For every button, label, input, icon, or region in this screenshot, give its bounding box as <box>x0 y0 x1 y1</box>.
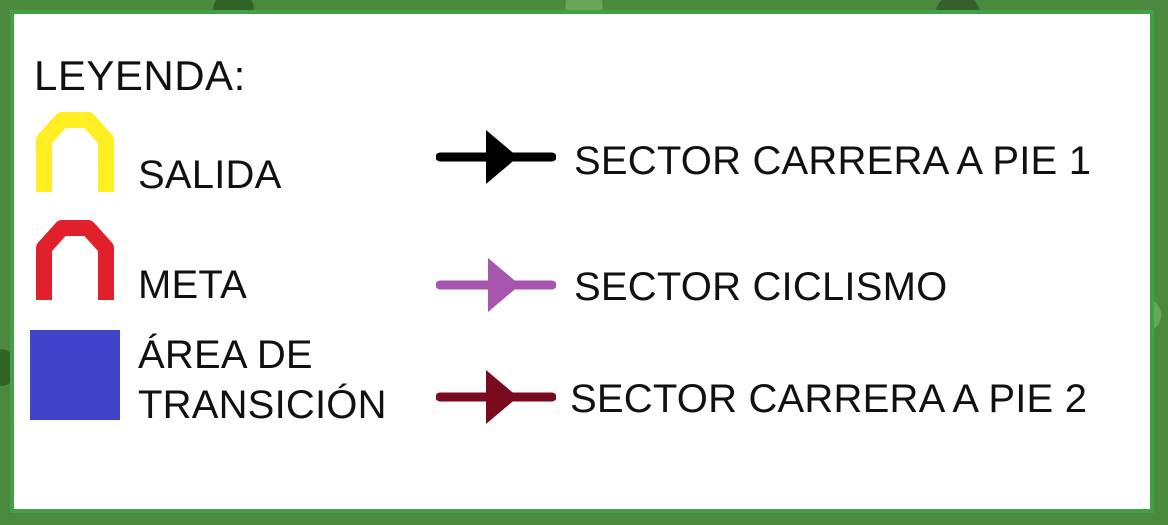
legend-label-line-1: ÁREA DE <box>138 333 313 377</box>
red-arch-icon <box>30 212 120 304</box>
purple-arrow-icon <box>436 252 556 318</box>
legend-label-meta: META <box>138 263 247 307</box>
legend-label-sector-carrera-1: SECTOR CARRERA A PIE 1 <box>574 139 1092 183</box>
legend-label-line-2: TRANSICIÓN <box>138 383 387 427</box>
dark-red-arrow-icon <box>436 364 556 430</box>
yellow-arch-icon <box>30 106 120 198</box>
black-arrow-icon <box>436 124 556 190</box>
legend-label-salida: SALIDA <box>138 153 282 197</box>
legend-title: LEYENDA: <box>34 52 246 99</box>
legend-label-sector-carrera-2: SECTOR CARRERA A PIE 2 <box>570 377 1088 421</box>
legend-label-area-transicion: ÁREA DE TRANSICIÓN <box>138 332 438 428</box>
legend-box: LEYENDA: SALIDA META ÁREA DE TRANSICIÓN … <box>10 10 1154 513</box>
legend-label-sector-ciclismo: SECTOR CICLISMO <box>574 265 948 309</box>
blue-square-icon <box>30 330 122 422</box>
